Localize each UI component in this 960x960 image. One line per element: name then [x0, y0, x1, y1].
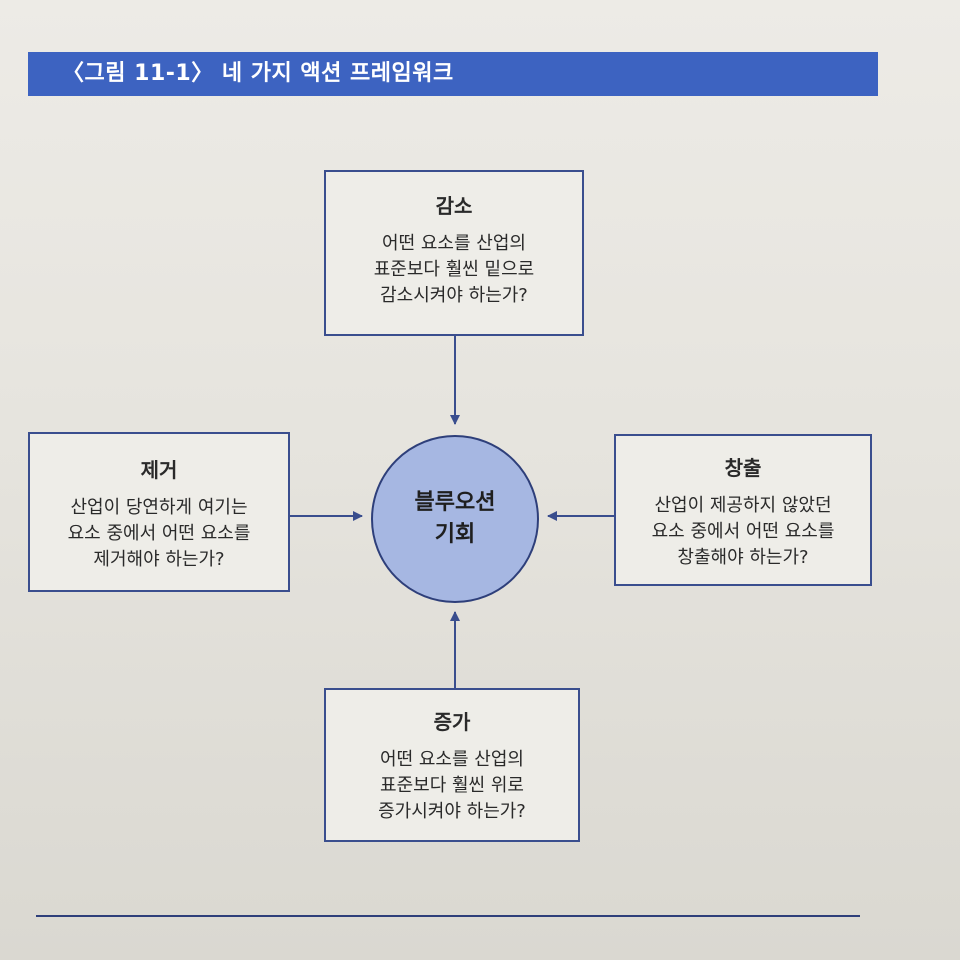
eliminate-box: 제거 산업이 당연하게 여기는 요소 중에서 어떤 요소를 제거해야 하는가?: [28, 432, 290, 592]
create-line-3: 창출해야 하는가?: [677, 547, 809, 568]
reduce-line-1: 어떤 요소를 산업의: [382, 233, 526, 254]
create-line-2: 요소 중에서 어떤 요소를: [651, 521, 835, 542]
create-title: 창출: [724, 456, 762, 480]
eliminate-line-2: 요소 중에서 어떤 요소를: [67, 523, 251, 544]
center-line-2: 기회: [434, 522, 476, 547]
bottom-rule: [36, 915, 860, 917]
eliminate-title: 제거: [140, 458, 178, 482]
create-line-1: 산업이 제공하지 않았던: [654, 495, 832, 516]
raise-line-3: 증가시켜야 하는가?: [378, 801, 526, 822]
raise-box: 증가 어떤 요소를 산업의 표준보다 훨씬 위로 증가시켜야 하는가?: [324, 688, 580, 842]
raise-line-1: 어떤 요소를 산업의: [380, 749, 524, 770]
figure-title: 〈그림 11-1〉 네 가지 액션 프레임워크: [28, 52, 878, 96]
reduce-line-3: 감소시켜야 하는가?: [380, 285, 528, 306]
reduce-title: 감소: [435, 194, 473, 218]
raise-line-2: 표준보다 훨씬 위로: [380, 775, 524, 796]
center-line-1: 블루오션: [414, 490, 496, 515]
blue-ocean-circle: 블루오션 기회: [371, 435, 539, 603]
reduce-line-2: 표준보다 훨씬 밑으로: [373, 259, 535, 280]
eliminate-line-1: 산업이 당연하게 여기는: [70, 497, 248, 518]
eliminate-line-3: 제거해야 하는가?: [93, 549, 225, 570]
create-box: 창출 산업이 제공하지 않았던 요소 중에서 어떤 요소를 창출해야 하는가?: [614, 434, 872, 586]
raise-title: 증가: [433, 710, 471, 734]
reduce-box: 감소 어떤 요소를 산업의 표준보다 훨씬 밑으로 감소시켜야 하는가?: [324, 170, 584, 336]
